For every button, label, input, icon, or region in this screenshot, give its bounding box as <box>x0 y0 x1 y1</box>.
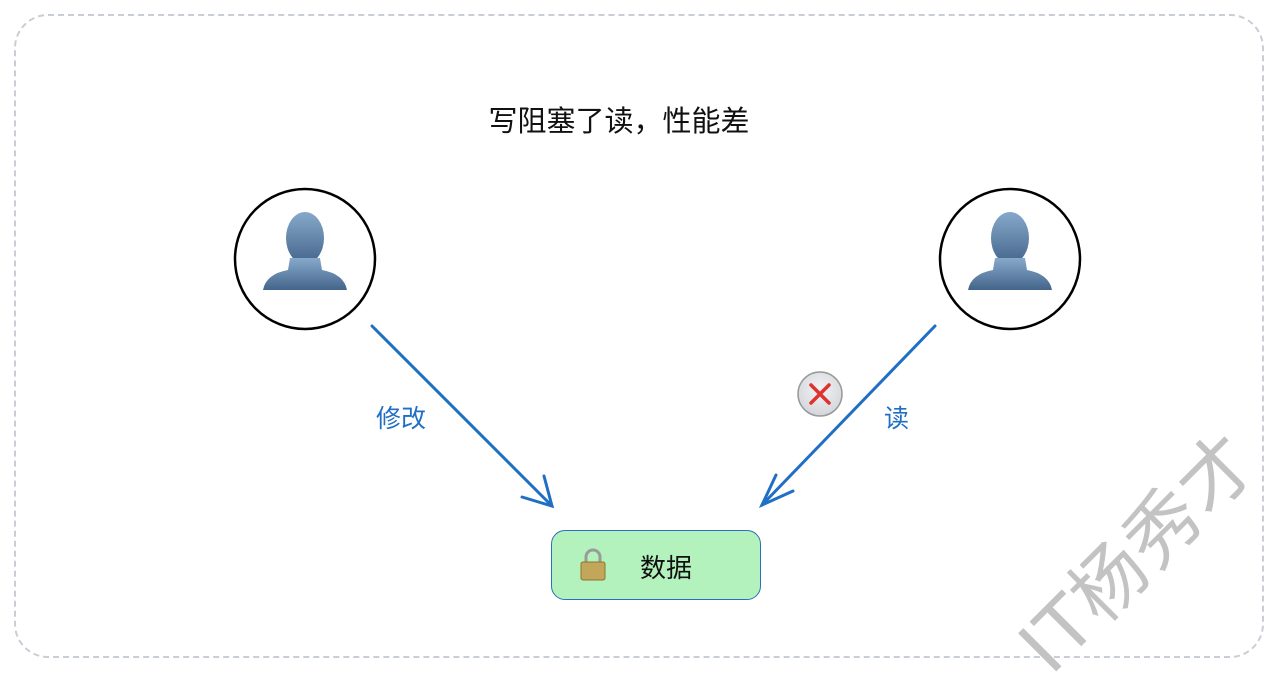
data-node: 数据 <box>551 530 761 600</box>
blocked-x-icon <box>797 371 843 417</box>
write-edge-label: 修改 <box>376 404 427 433</box>
lock-icon <box>580 548 606 581</box>
reader-user-node <box>938 187 1082 331</box>
read-edge-label: 读 <box>884 404 910 433</box>
read-arrow <box>758 324 937 509</box>
diagram-frame <box>14 14 1264 658</box>
writer-user-node <box>233 187 377 331</box>
write-arrow <box>370 324 555 509</box>
data-node-label: 数据 <box>640 554 693 584</box>
person-icon <box>968 212 1052 290</box>
diagram-title: 写阻塞了读，性能差 <box>488 104 750 138</box>
diagram-canvas <box>233 187 1082 509</box>
person-icon <box>263 212 347 290</box>
